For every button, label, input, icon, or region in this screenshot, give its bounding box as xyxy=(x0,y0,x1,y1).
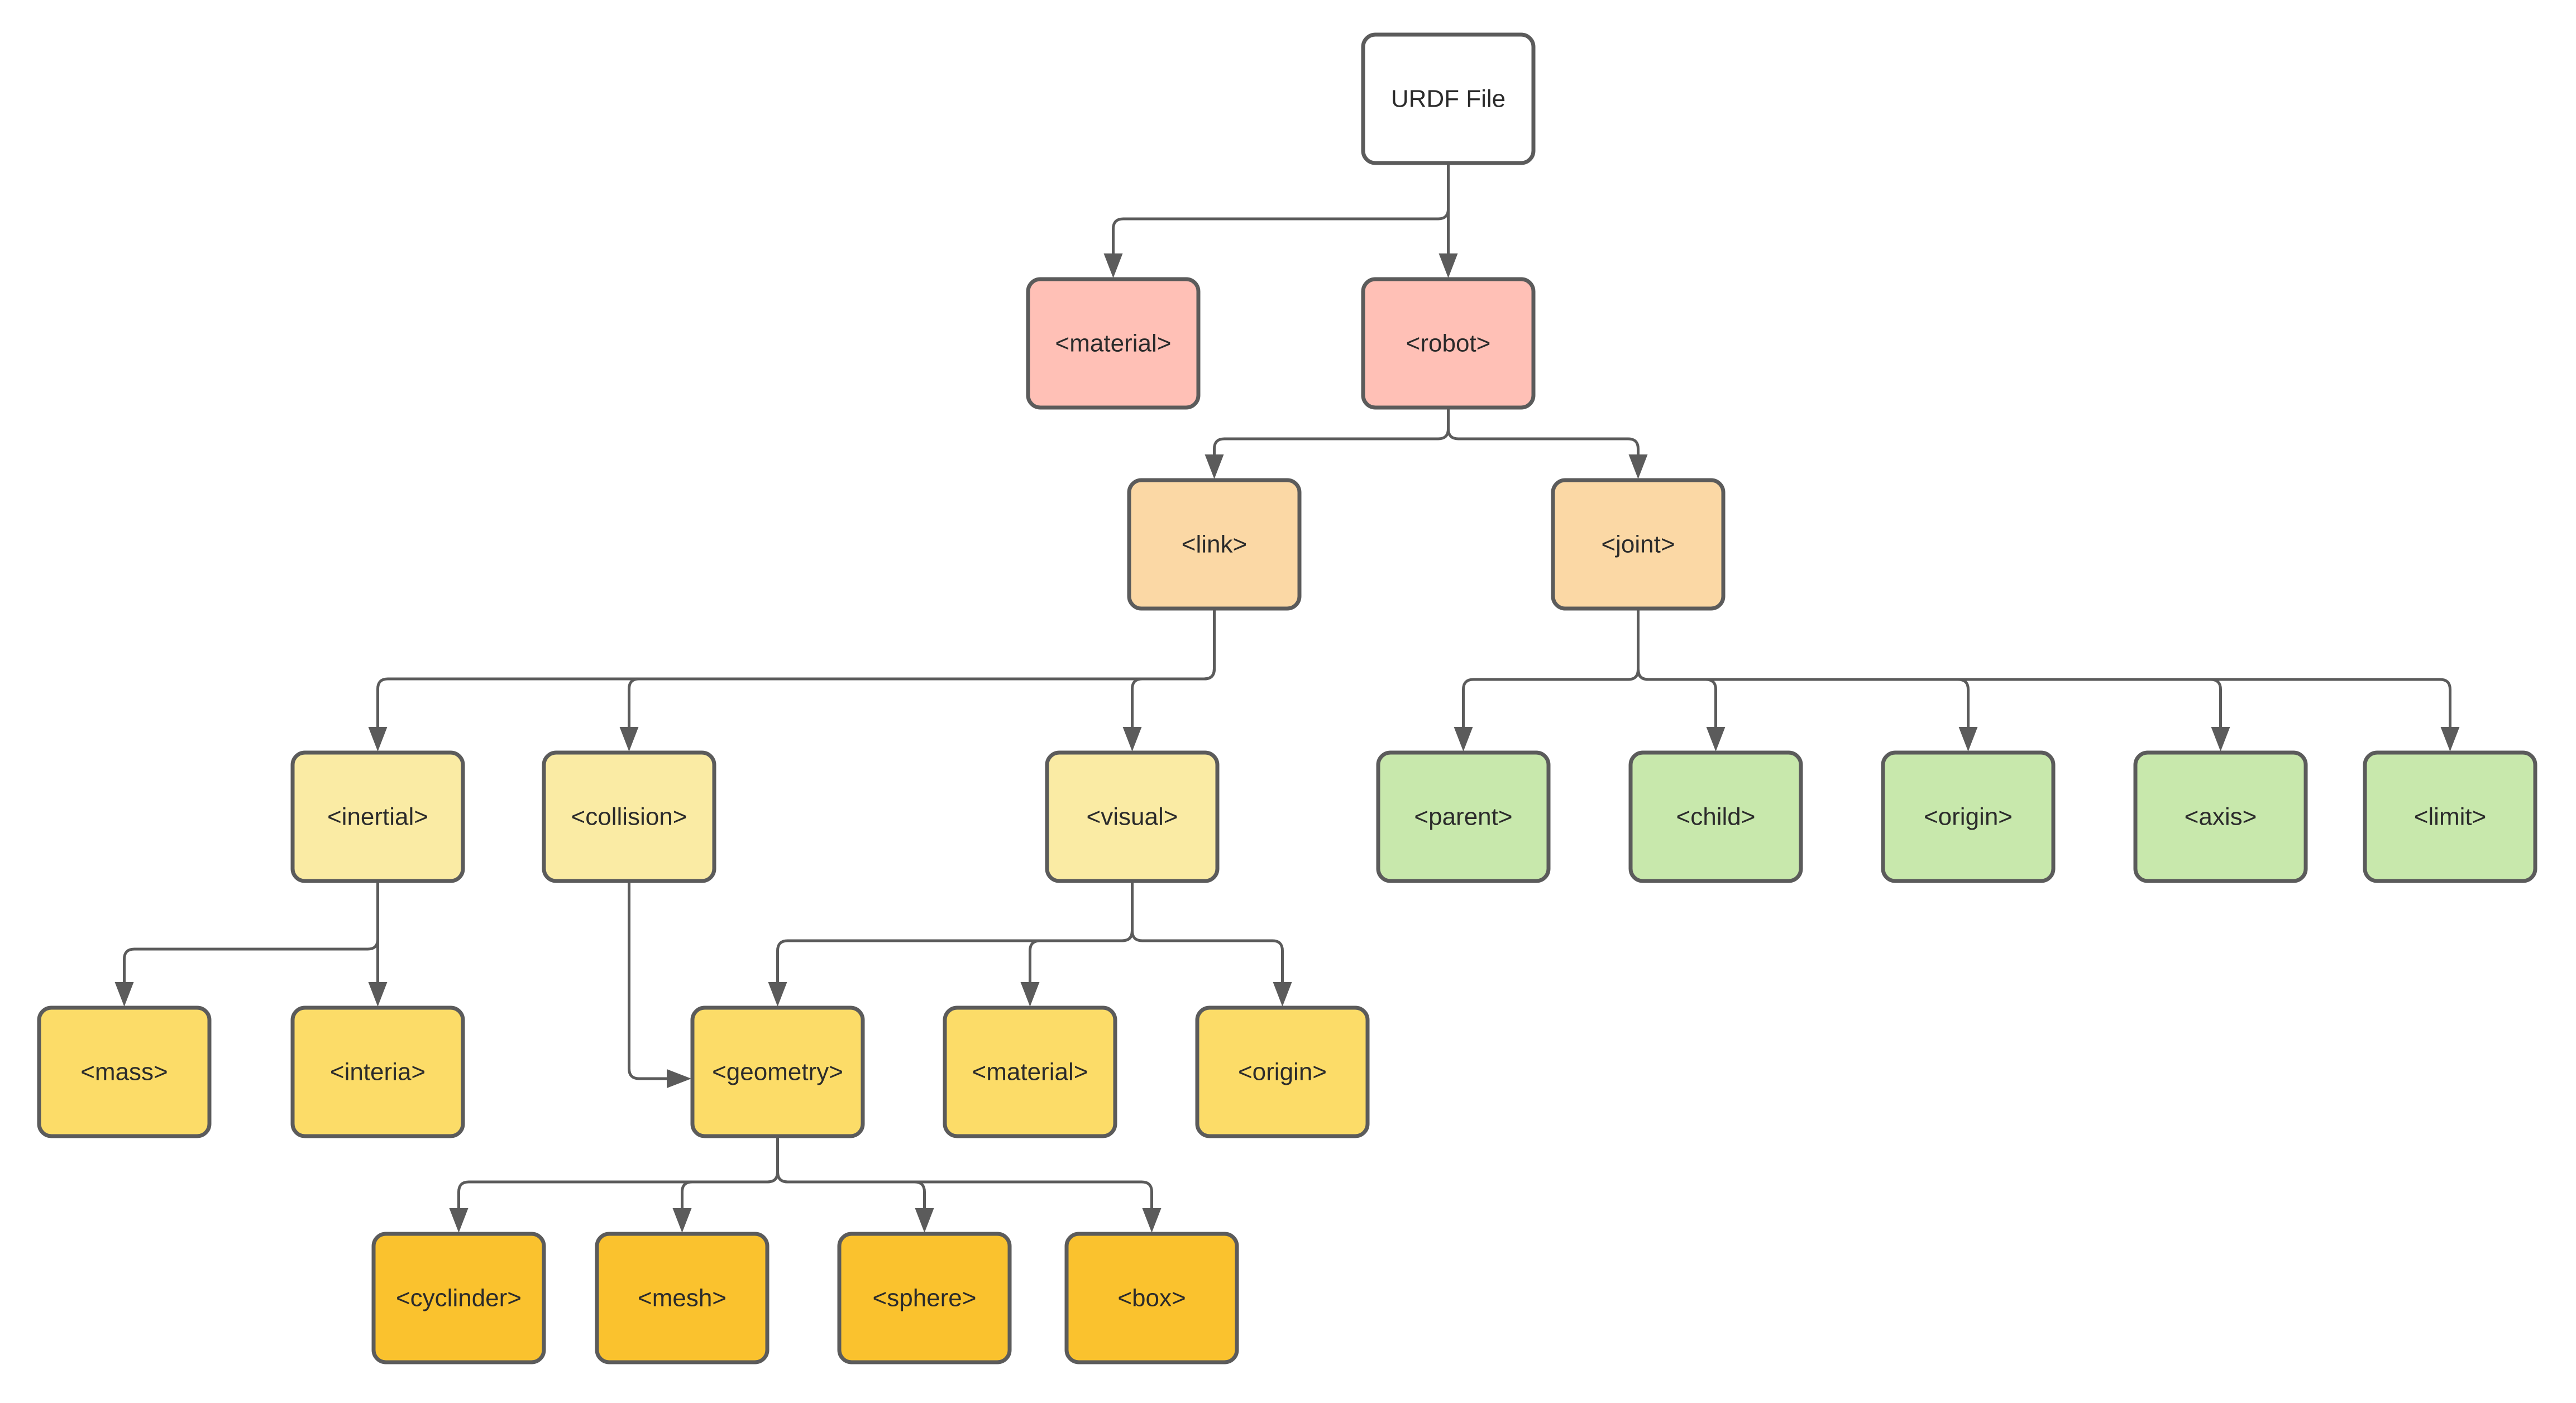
node-box-inertial[interactable] xyxy=(290,750,465,883)
node-robot[interactable]: <robot> xyxy=(1361,277,1536,410)
edge-robot-to-link xyxy=(1205,406,1450,479)
node-box-mesh[interactable] xyxy=(595,1232,770,1364)
edge-arrowhead xyxy=(449,1208,469,1233)
node-geometry[interactable]: <geometry> xyxy=(690,1005,865,1138)
edge-arrowhead xyxy=(672,1208,692,1233)
edge-arrowhead xyxy=(1628,454,1648,479)
edge-arrowhead xyxy=(1122,727,1142,751)
edge-robot-to-joint xyxy=(1447,406,1648,479)
edge-arrowhead xyxy=(368,727,388,751)
node-box-material2[interactable] xyxy=(943,1005,1117,1138)
edge-arrowhead xyxy=(1958,727,1978,751)
node-box-origin1[interactable] xyxy=(1195,1005,1370,1138)
node-box-box[interactable] xyxy=(1064,1232,1239,1364)
edge-arrowhead xyxy=(1454,727,1473,751)
node-mesh[interactable]: <mesh> xyxy=(595,1232,770,1364)
node-axis[interactable]: <axis> xyxy=(2133,750,2308,883)
edge-arrowhead xyxy=(368,982,388,1007)
node-box-robot[interactable] xyxy=(1361,277,1536,410)
node-sphere[interactable]: <sphere> xyxy=(837,1232,1012,1364)
edge-arrowhead xyxy=(1706,727,1726,751)
edges-layer xyxy=(114,161,2460,1233)
node-box-cyclinder[interactable] xyxy=(371,1232,546,1364)
edge-visual-to-material2 xyxy=(1020,879,1134,1007)
nodes-layer: URDF File <material> <robot> <link> <joint> <… xyxy=(37,32,2537,1364)
node-parent[interactable]: <parent> xyxy=(1376,750,1551,883)
edge-collision-to-geometry xyxy=(628,879,691,1088)
node-material1[interactable]: <material> xyxy=(1026,277,1201,410)
edge-urdf-to-robot xyxy=(1438,161,1458,278)
edge-arrowhead xyxy=(1438,253,1458,278)
node-mass[interactable]: <mass> xyxy=(37,1005,212,1138)
node-box-geometry[interactable] xyxy=(690,1005,865,1138)
node-box-interia[interactable] xyxy=(290,1005,465,1138)
node-box-material1[interactable] xyxy=(1026,277,1201,410)
node-box-axis[interactable] xyxy=(2133,750,2308,883)
node-interia[interactable]: <interia> xyxy=(290,1005,465,1138)
edge-arrowhead xyxy=(1103,253,1123,278)
edge-joint-to-parent xyxy=(1454,607,1640,751)
node-origin2[interactable]: <origin> xyxy=(1881,750,2056,883)
edge-inertial-to-interia xyxy=(368,879,388,1007)
edge-visual-to-origin1 xyxy=(1131,879,1292,1007)
edge-inertial-to-mass xyxy=(114,879,379,1007)
edge-joint-to-limit xyxy=(1637,607,2460,751)
edge-arrowhead xyxy=(1205,454,1224,479)
edge-arrowhead xyxy=(915,1208,934,1233)
edge-geometry-to-cyclinder xyxy=(449,1134,779,1233)
node-box-urdf[interactable] xyxy=(1361,32,1536,165)
node-box[interactable]: <box> xyxy=(1064,1232,1239,1364)
edge-geometry-to-sphere xyxy=(776,1134,934,1233)
node-box-joint[interactable] xyxy=(1551,478,1726,611)
node-joint[interactable]: <joint> xyxy=(1551,478,1726,611)
edge-geometry-to-mesh xyxy=(672,1134,779,1233)
edge-visual-to-geometry xyxy=(768,879,1134,1007)
edge-arrowhead xyxy=(1142,1208,1162,1233)
edge-link-to-visual xyxy=(1122,607,1216,751)
edge-arrowhead xyxy=(2211,727,2230,751)
node-box-child[interactable] xyxy=(1628,750,1803,883)
node-visual[interactable]: <visual> xyxy=(1045,750,1220,883)
edge-arrowhead xyxy=(768,982,787,1007)
node-child[interactable]: <child> xyxy=(1628,750,1803,883)
node-origin1[interactable]: <origin> xyxy=(1195,1005,1370,1138)
node-box-sphere[interactable] xyxy=(837,1232,1012,1364)
edge-arrowhead xyxy=(114,982,134,1007)
edge-arrowhead xyxy=(1020,982,1040,1007)
node-cyclinder[interactable]: <cyclinder> xyxy=(371,1232,546,1364)
node-box-collision[interactable] xyxy=(542,750,716,883)
edge-arrowhead xyxy=(1273,982,1292,1007)
edge-urdf-to-material1 xyxy=(1103,161,1450,278)
node-inertial[interactable]: <inertial> xyxy=(290,750,465,883)
edge-arrowhead xyxy=(619,727,639,751)
node-urdf[interactable]: URDF File xyxy=(1361,32,1536,165)
node-material2[interactable]: <material> xyxy=(943,1005,1117,1138)
edge-geometry-to-box xyxy=(776,1134,1162,1233)
node-limit[interactable]: <limit> xyxy=(2363,750,2537,883)
node-box-visual[interactable] xyxy=(1045,750,1220,883)
node-box-limit[interactable] xyxy=(2363,750,2537,883)
node-box-link[interactable] xyxy=(1127,478,1302,611)
node-collision[interactable]: <collision> xyxy=(542,750,716,883)
node-box-mass[interactable] xyxy=(37,1005,212,1138)
edge-arrowhead xyxy=(2440,727,2460,751)
node-box-origin2[interactable] xyxy=(1881,750,2056,883)
node-box-parent[interactable] xyxy=(1376,750,1551,883)
node-link[interactable]: <link> xyxy=(1127,478,1302,611)
edge-arrowhead xyxy=(667,1069,691,1088)
